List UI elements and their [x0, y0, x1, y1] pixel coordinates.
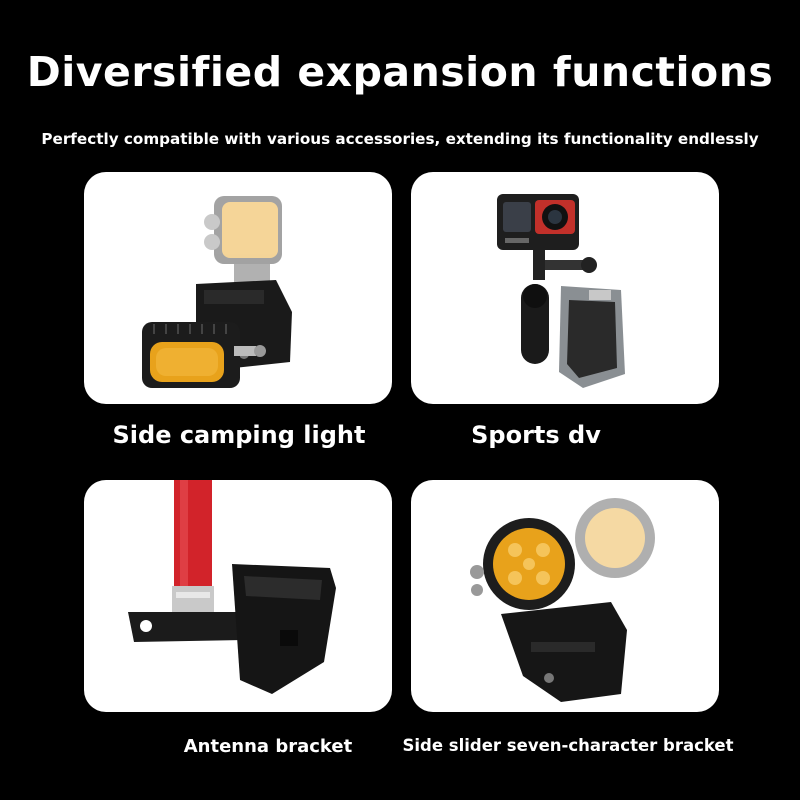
- camping-light-bracket-photo: [142, 196, 292, 388]
- card-side-slider-bracket: [411, 480, 719, 712]
- label-side-slider-bracket: Side slider seven-character bracket: [402, 736, 734, 755]
- label-side-camping-light: Side camping light: [112, 421, 366, 449]
- card-sports-dv: [411, 172, 719, 404]
- fog-light-side-bracket-photo: [470, 498, 655, 702]
- card-antenna-bracket: [84, 480, 392, 712]
- action-camera-mount-photo: [497, 194, 625, 388]
- page-title: Diversified expansion functions: [26, 48, 774, 96]
- label-antenna-bracket: Antenna bracket: [183, 736, 353, 757]
- antenna-flag-bracket-photo: [128, 480, 336, 694]
- page-subtitle: Perfectly compatible with various access…: [41, 130, 759, 148]
- card-side-camping-light: [84, 172, 392, 404]
- label-sports-dv: Sports dv: [471, 421, 601, 449]
